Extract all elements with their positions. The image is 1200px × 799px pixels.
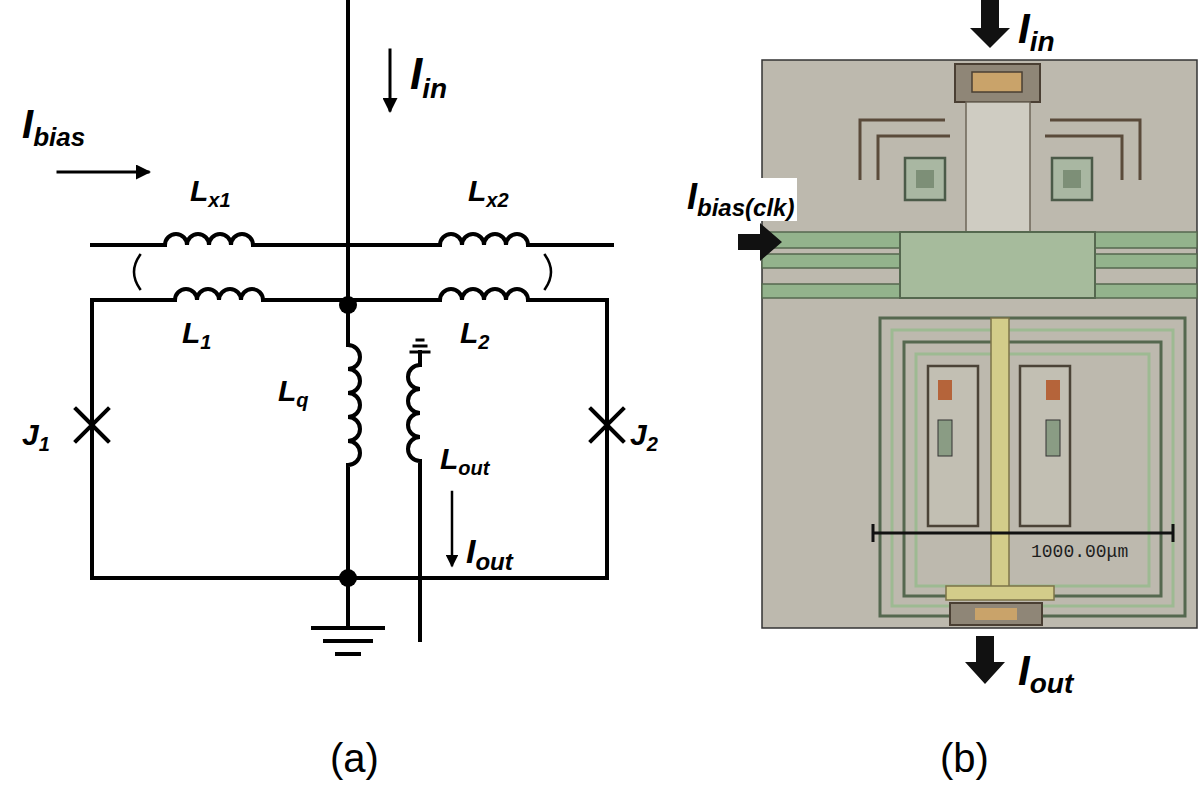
- input-current-arrow: [389, 50, 392, 110]
- inductor-lq: [348, 305, 360, 578]
- bias-arrow: [738, 223, 782, 261]
- inductor-label: Lx1: [190, 176, 231, 210]
- inductor-label: Lq: [278, 376, 309, 410]
- input-arrow: [970, 0, 1010, 48]
- output-pad: [950, 603, 1042, 625]
- bias-line-inductors: [92, 234, 612, 245]
- ground-symbol: [411, 340, 429, 352]
- chip-micrograph: [762, 60, 1197, 628]
- via-pad: [905, 158, 945, 200]
- coil-trace: [880, 318, 1185, 616]
- wire-node: [339, 569, 357, 587]
- junction-pad: [938, 420, 952, 456]
- junction-label: J2: [630, 420, 658, 454]
- output-pad: [975, 608, 1017, 620]
- via-pad: [1063, 170, 1081, 188]
- panel-label: (b): [940, 738, 989, 778]
- junction-area: [928, 366, 978, 526]
- coupling-plate: [900, 232, 1095, 298]
- micrograph-frame: [762, 60, 1197, 628]
- current-label: Iout: [466, 534, 513, 574]
- inductor-label: L2: [460, 318, 489, 352]
- input-pad: [955, 64, 1040, 102]
- inductor-lout: [408, 352, 420, 640]
- circuit-schematic: [58, 0, 623, 654]
- input-wire: [346, 0, 350, 305]
- input-pad: [972, 72, 1022, 92]
- inductor-label: Lout: [440, 444, 489, 478]
- junction-pad: [1046, 420, 1060, 456]
- squid-loop: [92, 289, 607, 578]
- josephson-junction: [76, 409, 108, 441]
- via-pad: [1052, 158, 1092, 200]
- via-pad: [916, 170, 934, 188]
- junction-label: J1: [22, 420, 50, 454]
- current-label: Iin: [410, 52, 447, 103]
- current-label: Ibias: [22, 104, 85, 150]
- coil-trace: [916, 354, 1149, 586]
- scale-bar: [873, 524, 1173, 542]
- output-arrow: [965, 636, 1005, 684]
- wiring-trace: [860, 120, 1140, 180]
- coupling-bracket: [545, 255, 551, 289]
- current-label: Iout: [1018, 650, 1073, 698]
- coupling-bracket: [134, 255, 140, 289]
- junction-pad: [1046, 380, 1060, 400]
- center-strip: [946, 586, 1054, 600]
- inductor-label: L1: [182, 318, 211, 352]
- coil-trace: [880, 318, 1185, 616]
- panel-label: (a): [330, 738, 379, 778]
- inductor-label: Lx2: [468, 176, 509, 210]
- current-label: Iin: [1018, 8, 1055, 56]
- bias-current-arrow: [58, 171, 148, 174]
- input-strip: [966, 102, 1030, 232]
- ground-symbol: [313, 578, 383, 654]
- wire-node: [339, 296, 357, 314]
- josephson-junction: [591, 409, 623, 441]
- junction-pad: [938, 380, 952, 400]
- scale-label: 1000.00μm: [1028, 542, 1131, 562]
- output-current-arrow: [451, 492, 454, 565]
- center-strip: [991, 318, 1009, 593]
- coil-trace: [892, 330, 1173, 606]
- current-label: Ibias(clk): [684, 178, 797, 221]
- coil-trace: [904, 342, 1161, 596]
- junction-area: [1020, 366, 1070, 526]
